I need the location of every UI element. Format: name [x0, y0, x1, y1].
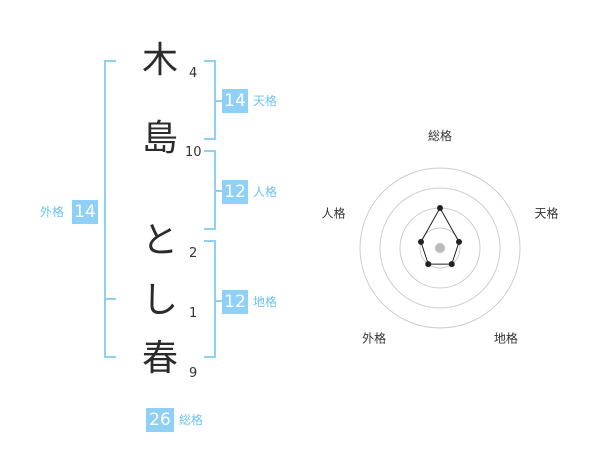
jinkaku-label: 人格	[253, 185, 278, 199]
jinkaku-connector	[216, 190, 222, 192]
stroke-count-2: 10	[185, 145, 202, 160]
stroke-count-3: 2	[189, 246, 198, 261]
radar-point-4	[425, 261, 432, 268]
radar-axis-label: 天格	[535, 205, 559, 220]
name-char-4: し	[141, 280, 178, 321]
tenkaku-connector	[216, 100, 222, 102]
radar-point-5	[417, 238, 424, 245]
soukaku-label: 総格	[179, 413, 204, 427]
stroke-count-5: 9	[189, 366, 198, 381]
radar-axis-label: 外格	[362, 331, 386, 346]
radar-data-shape	[420, 206, 460, 265]
gaikaku-badge: 14	[72, 200, 98, 224]
chikaku-badge: 12	[222, 290, 248, 314]
radar-ring	[419, 227, 461, 269]
name-char-2: 島	[141, 118, 178, 159]
radar-center-dot	[435, 243, 445, 253]
radar-point-3	[448, 261, 455, 268]
radar-axis-label: 人格	[321, 205, 345, 220]
stroke-count-4: 1	[189, 306, 198, 321]
tenkaku-badge: 14	[222, 89, 248, 113]
radar-axis-label: 総格	[428, 128, 452, 143]
radar-point-2	[456, 238, 463, 245]
radar-ring	[379, 187, 501, 309]
name-char-3: と	[141, 220, 178, 261]
jinkaku-badge: 12	[222, 180, 248, 204]
radar-ring	[359, 167, 521, 329]
radar-point-1	[437, 205, 443, 211]
tenkaku-label: 天格	[253, 94, 278, 108]
soukaku-badge: 26	[146, 408, 174, 432]
gaikaku-label: 外格	[40, 205, 65, 219]
name-char-1: 木	[141, 40, 178, 81]
chikaku-label: 地格	[253, 295, 278, 309]
name-char-5: 春	[141, 338, 178, 379]
chikaku-connector	[216, 300, 222, 302]
stroke-count-1: 4	[189, 66, 198, 81]
radar-axis-label: 地格	[494, 331, 518, 346]
